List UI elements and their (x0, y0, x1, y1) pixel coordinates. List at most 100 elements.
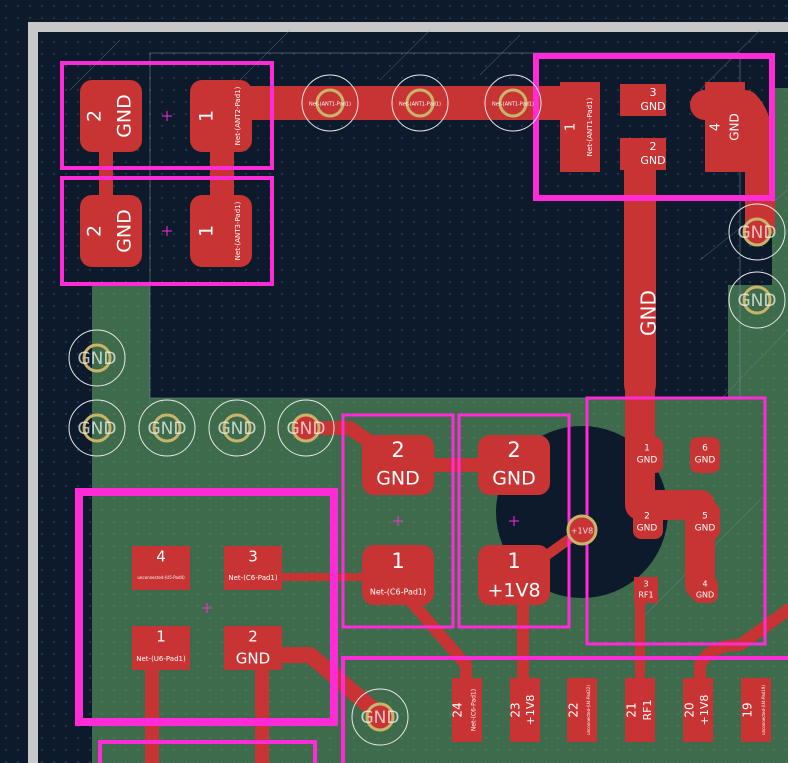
svg-text:+1V8: +1V8 (571, 527, 593, 536)
svg-text:Net-(ANT3-Pad1): Net-(ANT3-Pad1) (234, 201, 242, 260)
svg-text:2: 2 (84, 225, 106, 237)
svg-text:Net-(ANT2-Pad1): Net-(ANT2-Pad1) (234, 86, 242, 145)
svg-text:2: 2 (650, 140, 657, 153)
svg-text:GND: GND (492, 468, 536, 490)
pad-u5-1[interactable]: 1 GND (633, 437, 663, 473)
pad-c7-2[interactable]: 2 GND (478, 435, 550, 495)
svg-text:Net-(U6-Pad1): Net-(U6-Pad1) (136, 655, 186, 663)
svg-text:21: 21 (625, 702, 639, 717)
pad-c6-1[interactable]: 1 Net-(C6-Pad1) (362, 545, 434, 605)
pad-u5-3[interactable]: 3 RF1 (634, 577, 658, 603)
trace-label-gnd: GND (637, 290, 661, 336)
svg-text:1: 1 (156, 628, 166, 646)
svg-text:Net-(ANT1-Pad1): Net-(ANT1-Pad1) (586, 97, 594, 156)
pad-u4-22[interactable]: 22 unconnected-(U4-Pad22) (567, 678, 598, 742)
pad-u4-24[interactable]: 24 Net-(C6-Pad1) (451, 678, 483, 742)
svg-text:1: 1 (644, 444, 650, 454)
svg-text:20: 20 (683, 702, 697, 717)
pad-ant3-1[interactable]: 1 Net-(ANT3-Pad1) (190, 195, 252, 267)
pad-u6-3[interactable]: 3 Net-(C6-Pad1) (224, 546, 282, 590)
pad-ant1-1[interactable]: 1 Net-(ANT1-Pad1) (560, 82, 600, 172)
via-ant-trace-c[interactable]: Net-(ANT1-Pad1) (484, 74, 542, 132)
ground-fill-grid (92, 88, 788, 763)
svg-text:1: 1 (564, 123, 579, 131)
via-gnd-row-2[interactable]: GND (138, 399, 196, 457)
svg-text:GND: GND (114, 209, 136, 253)
svg-text:2: 2 (644, 512, 650, 522)
pad-u5-5[interactable]: 5 GND (690, 503, 720, 539)
pad-u5-6[interactable]: 6 GND (690, 437, 720, 473)
pad-u5-2[interactable]: 2 GND (633, 503, 663, 539)
silk-outline-top (149, 52, 741, 399)
courtyards (60, 53, 788, 763)
svg-text:GND: GND (637, 524, 658, 534)
svg-text:2: 2 (248, 628, 258, 646)
via-1v8[interactable]: +1V8 (566, 514, 598, 546)
pad-u5-4[interactable]: 4 GND (692, 577, 718, 603)
svg-text:+1V8: +1V8 (698, 695, 711, 726)
svg-text:RF1: RF1 (638, 591, 653, 600)
pad-ant1-4[interactable]: 4 GND (705, 82, 745, 172)
svg-text:1: 1 (196, 225, 218, 237)
pad-u4-23[interactable]: 23 +1V8 (509, 678, 541, 742)
svg-text:GND: GND (148, 419, 187, 439)
svg-text:3: 3 (643, 580, 648, 589)
svg-text:1: 1 (391, 549, 404, 573)
pad-u4-21[interactable]: 21 RF1 (625, 678, 656, 742)
via-gnd-row-4[interactable]: GND (277, 399, 335, 457)
svg-text:RF1: RF1 (641, 700, 654, 721)
svg-text:6: 6 (702, 444, 708, 454)
svg-text:unconnected-(U4-Pad22): unconnected-(U4-Pad22) (586, 685, 591, 735)
center-markers (162, 111, 519, 613)
svg-text:22: 22 (567, 702, 581, 717)
svg-text:GND: GND (728, 113, 742, 141)
via-gnd-left-1[interactable]: GND (68, 329, 126, 387)
via-gnd-row-3[interactable]: GND (208, 399, 266, 457)
pad-ant2-1[interactable]: 1 Net-(ANT2-Pad1) (190, 80, 252, 152)
svg-text:GND: GND (640, 154, 665, 167)
pad-u6-2[interactable]: 2 GND (224, 626, 282, 670)
svg-text:GND: GND (738, 223, 777, 243)
svg-text:3: 3 (650, 86, 657, 99)
svg-text:2: 2 (84, 110, 106, 122)
svg-text:GND: GND (637, 456, 658, 466)
pad-u6-1[interactable]: 1 Net-(U6-Pad1) (132, 626, 190, 670)
pad-c6-2[interactable]: 2 GND (362, 435, 434, 495)
via-gnd-bottom[interactable]: GND (351, 688, 409, 746)
pad-u4-19[interactable]: 19 unconnected-(U4-Pad19) (741, 678, 772, 742)
svg-text:GND: GND (78, 349, 117, 369)
via-gnd-right-1[interactable]: GND (728, 203, 786, 261)
via-ant-trace-b[interactable]: Net-(ANT1-Pad1) (391, 74, 449, 132)
pad-ant2-2[interactable]: 2 GND (80, 80, 142, 152)
pad-u4-20[interactable]: 20 +1V8 (683, 678, 714, 742)
svg-text:unconnected-(U4-Pad19): unconnected-(U4-Pad19) (761, 685, 766, 735)
svg-text:GND: GND (361, 708, 400, 728)
svg-text:GND: GND (695, 524, 716, 534)
svg-text:GND: GND (114, 94, 136, 138)
svg-text:Net-(C6-Pad1): Net-(C6-Pad1) (471, 689, 478, 731)
svg-text:4: 4 (156, 548, 166, 566)
svg-text:Net-(C6-Pad1): Net-(C6-Pad1) (228, 574, 278, 582)
svg-text:3: 3 (248, 548, 258, 566)
via-gnd-row-1[interactable]: GND (68, 399, 126, 457)
svg-text:Net-(ANT1-Pad1): Net-(ANT1-Pad1) (492, 102, 534, 108)
pad-u6-4[interactable]: 4 unconnected-(U5-Pad4) (132, 546, 190, 590)
svg-text:+1V8: +1V8 (487, 580, 540, 602)
svg-text:1: 1 (507, 549, 520, 573)
pad-ant3-2[interactable]: 2 GND (80, 195, 142, 267)
pad-c7-1[interactable]: 1 +1V8 (478, 545, 550, 605)
via-ant-trace-a[interactable]: Net-(ANT1-Pad1) (301, 74, 359, 132)
svg-text:19: 19 (741, 702, 755, 717)
svg-text:GND: GND (640, 100, 665, 113)
via-gnd-right-2[interactable]: GND (728, 271, 786, 329)
svg-text:GND: GND (695, 456, 716, 466)
svg-text:GND: GND (287, 419, 326, 439)
svg-text:GND: GND (218, 419, 257, 439)
svg-text:+1V8: +1V8 (524, 695, 537, 726)
svg-text:5: 5 (702, 512, 708, 522)
pad-ant1-2[interactable]: 2 GND (620, 138, 666, 170)
svg-text:23: 23 (509, 702, 523, 717)
svg-text:unconnected-(U5-Pad4): unconnected-(U5-Pad4) (137, 575, 185, 580)
pad-ant1-3[interactable]: 3 GND (620, 84, 666, 116)
